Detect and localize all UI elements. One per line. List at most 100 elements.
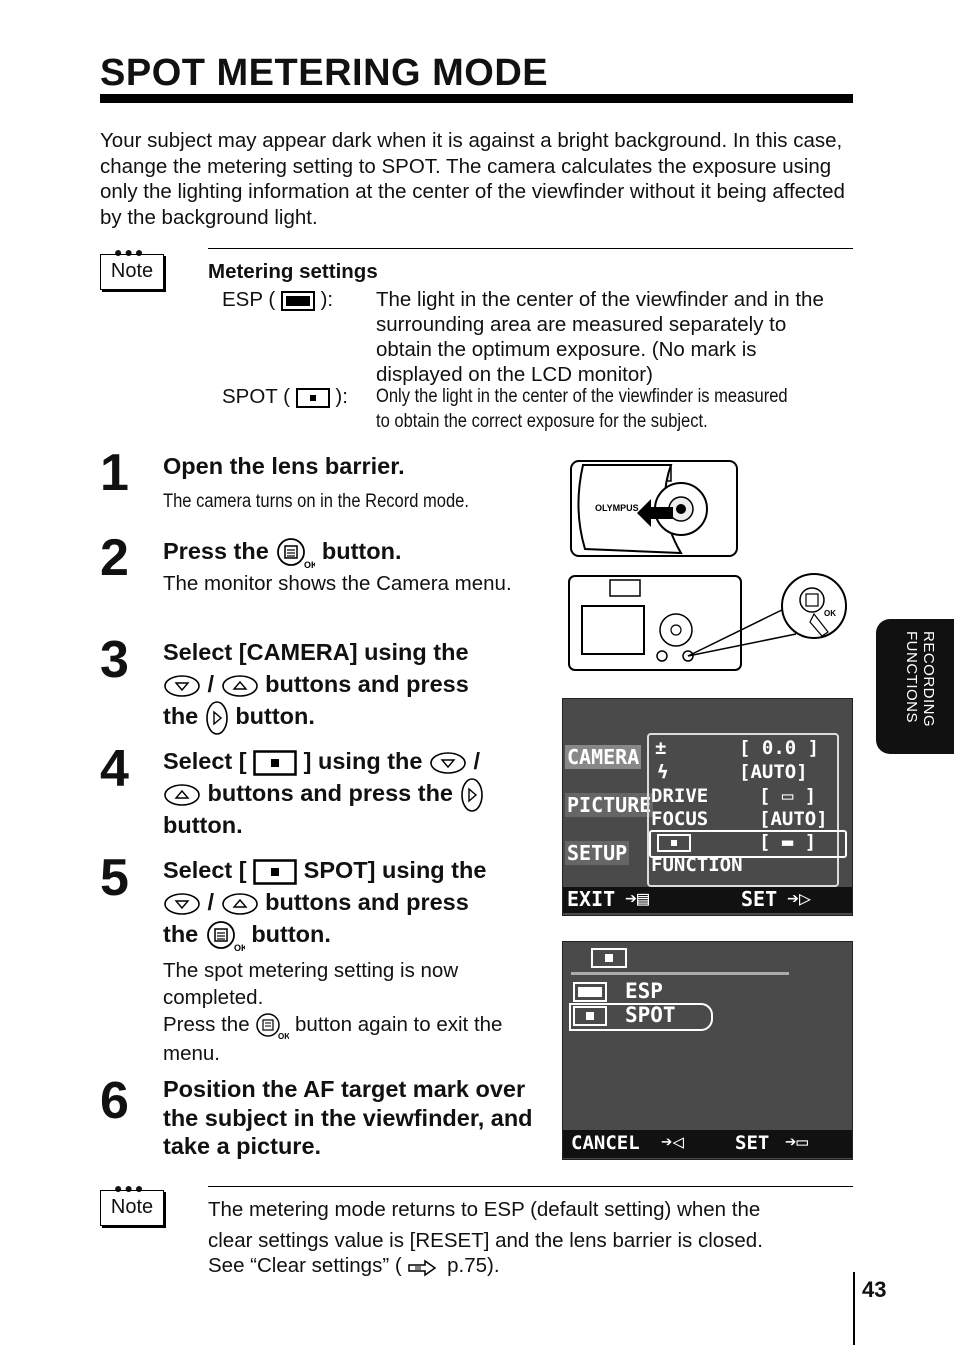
step-6-number: 6 — [100, 1072, 129, 1130]
lcd-set-label: SET — [735, 1132, 770, 1154]
esp-icon — [280, 290, 315, 311]
svg-text:OK: OK — [234, 943, 245, 953]
lcd-exit-arrow-icon: ➔▤ — [625, 886, 650, 910]
step-4-line1: Select [ ] using the / — [163, 748, 481, 776]
camera-front-illustration: OLYMPUS — [570, 460, 738, 557]
up-arrow-button-icon — [221, 674, 258, 697]
step-4-line3: button. — [163, 812, 243, 838]
note-dots-icon: ●●● — [114, 1180, 146, 1196]
up-arrow-button-icon — [221, 892, 258, 915]
menu-ok-button-icon: OK — [277, 537, 315, 570]
lcd-divider — [571, 972, 789, 975]
note2-line2: clear settings value is [RESET] and the … — [208, 1229, 763, 1252]
lcd-spot-icon — [591, 948, 627, 968]
lcd-row-metering-highlight — [649, 830, 847, 858]
right-arrow-button-icon — [205, 701, 228, 735]
menu-ok-button-icon: OK — [206, 920, 245, 953]
lcd-esp-icon — [573, 982, 607, 1002]
lcd-exit-label: EXIT — [567, 887, 616, 911]
note-badge: Note — [100, 254, 164, 290]
title-rule — [100, 94, 853, 103]
lcd-exposure-icon: ± — [655, 737, 667, 759]
note2-line1: The metering mode returns to ESP (defaul… — [208, 1198, 761, 1221]
lcd-menu-panel — [647, 733, 839, 887]
lcd-tab-camera: CAMERA — [565, 745, 642, 769]
step-2-heading: Press the OK button. — [163, 535, 401, 570]
lcd-bottom-bar — [563, 887, 852, 913]
esp-text: The light in the center of the viewfinde… — [376, 288, 824, 386]
lcd-row-drive-label: DRIVE — [651, 785, 709, 807]
page-number-rule — [853, 1272, 855, 1345]
lcd-option-spot: SPOT — [625, 1003, 676, 1027]
spot-label: SPOT ( ): — [222, 385, 348, 408]
step-3-line2: / buttons and press — [163, 668, 469, 700]
down-arrow-button-icon — [164, 674, 200, 697]
step-5-line3: the OK button. — [163, 918, 331, 953]
camera-back-illustration: OK — [568, 573, 847, 671]
step-5-body1: The spot metering setting is now complet… — [163, 959, 459, 1009]
lcd-row-function-label: FUNCTION — [651, 854, 743, 876]
lcd-tab-picture: PICTURE — [565, 793, 654, 817]
lcd-row-drive-value: [ ▭ ] — [759, 785, 817, 807]
step-1-number: 1 — [100, 444, 129, 502]
lcd-option-spot-highlight — [569, 1003, 713, 1031]
step-4-line2: buttons and press the — [163, 777, 484, 813]
lcd-set-label: SET — [741, 887, 778, 911]
spot-text-2: to obtain the correct exposure for the s… — [376, 411, 708, 432]
note1-rule — [208, 248, 853, 249]
spot-text-1: Only the light in the center of the view… — [376, 386, 788, 407]
step-2-body: The monitor shows the Camera menu. — [163, 572, 512, 595]
lcd-row-focus-value: [AUTO] — [759, 808, 828, 830]
step-4-number: 4 — [100, 740, 129, 798]
step-5-body2: Press the OK button again to exit the me… — [163, 1012, 503, 1065]
step-3-line1: Select [CAMERA] using the — [163, 639, 469, 665]
note2-rule — [208, 1186, 853, 1187]
lcd-option-esp: ESP — [625, 979, 663, 1003]
note-badge: Note — [100, 1190, 164, 1226]
page-title: SPOT METERING MODE — [100, 52, 549, 94]
svg-text:OK: OK — [824, 609, 836, 618]
lcd-row-exposure-value: [ 0.0 ] — [739, 737, 820, 759]
step-3-number: 3 — [100, 631, 129, 689]
svg-text:OK: OK — [304, 560, 315, 570]
step-5-line2: / buttons and press — [163, 886, 469, 918]
svg-text:OLYMPUS: OLYMPUS — [595, 503, 639, 513]
lcd-flash-icon: ϟ — [657, 761, 669, 783]
step-1-heading: Open the lens barrier. — [163, 453, 405, 479]
esp-label: ESP ( ): — [222, 288, 334, 311]
side-tab-label: RECORDING FUNCTIONS — [903, 631, 937, 728]
lcd-bottom-bar — [563, 1130, 852, 1158]
note2-line3: See “Clear settings” ( p.75). — [208, 1254, 500, 1277]
lcd-camera-menu: CAMERA PICTURE SETUP ± [ 0.0 ] ϟ [AUTO] … — [562, 698, 853, 916]
down-arrow-button-icon — [164, 892, 200, 915]
intro-paragraph: Your subject may appear dark when it is … — [100, 129, 845, 229]
lcd-spot-icon — [657, 834, 691, 852]
step-6-heading: Position the AF target mark over the sub… — [163, 1076, 533, 1159]
step-5-number: 5 — [100, 849, 129, 907]
spot-icon — [295, 387, 330, 408]
page-number: 43 — [862, 1277, 887, 1302]
step-2-number: 2 — [100, 529, 129, 587]
menu-ok-button-icon: OK — [256, 1012, 289, 1040]
lcd-spot-icon — [573, 1006, 607, 1026]
lcd-tab-setup: SETUP — [565, 841, 630, 865]
step-3-line3: the button. — [163, 700, 315, 736]
down-arrow-button-icon — [430, 751, 466, 774]
note-dots-icon: ●●● — [114, 244, 146, 260]
lcd-set-arrow-icon: ➔▷ — [787, 886, 812, 910]
note1-heading: Metering settings — [208, 260, 378, 283]
pointing-hand-icon — [408, 1259, 437, 1277]
lcd-row-metering-value: [ ▬ ] — [759, 831, 817, 853]
lcd-cancel-label: CANCEL — [571, 1132, 640, 1154]
svg-text:OK: OK — [278, 1032, 289, 1040]
step-1-body: The camera turns on in the Record mode. — [163, 491, 469, 512]
right-arrow-button-icon — [460, 778, 483, 812]
lcd-metering-submenu: ESP SPOT CANCEL ➔◁ SET ➔▭ — [562, 941, 853, 1160]
step-5-line1: Select [ SPOT] using the — [163, 857, 487, 885]
spot-icon — [253, 859, 297, 885]
lcd-row-focus-label: FOCUS — [651, 808, 709, 830]
spot-icon — [253, 750, 297, 776]
lcd-cancel-arrow-icon: ➔◁ — [661, 1131, 684, 1153]
lcd-row-flash-value: [AUTO] — [739, 761, 808, 783]
up-arrow-button-icon — [164, 784, 200, 806]
